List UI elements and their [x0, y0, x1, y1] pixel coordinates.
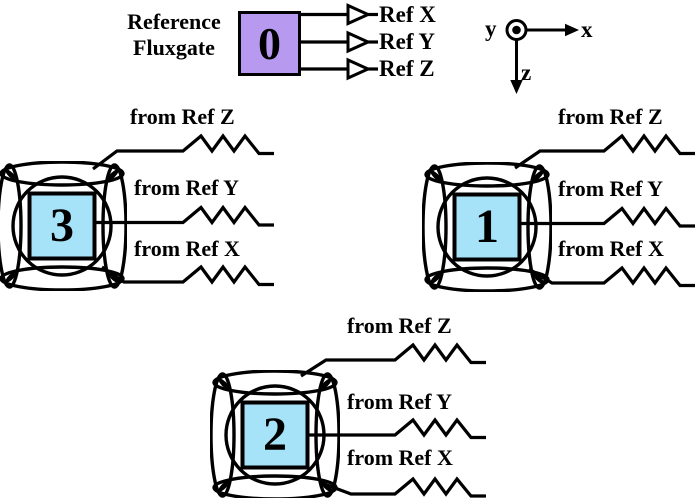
z-axis-arrowhead-icon [510, 80, 523, 94]
sensor-1-wire-from-ref-z [514, 133, 695, 170]
ref-x-output-label: Ref X [379, 1, 436, 27]
amplifier-icon-y [346, 30, 372, 54]
reference-fluxgate-label: Reference Fluxgate [119, 9, 229, 61]
sensor-1-wire-from-ref-x [528, 265, 695, 288]
sensor-3-input-z-label: from Ref Z [130, 104, 235, 129]
sensor-1-wire-from-ref-y [514, 205, 695, 228]
sensor-3-wire-from-ref-x [101, 264, 274, 287]
amplifier-icon-x [346, 3, 372, 26]
sensor-1-input-z-label: from Ref Z [558, 104, 663, 129]
reference-outputs [301, 3, 378, 81]
reference-box-number: 0 [258, 18, 281, 69]
sensor-2-wire-from-ref-x [326, 476, 486, 498]
ref-y-output-label: Ref Y [379, 29, 435, 54]
sensor-2-wire-from-ref-z [300, 342, 486, 378]
z-axis-label: z [521, 60, 532, 85]
sensor-3-input-x-label: from Ref X [134, 236, 240, 261]
ref-z-output-label: Ref Z [379, 56, 435, 81]
x-axis-label: x [581, 17, 593, 42]
sensor-1-input-y-label: from Ref Y [558, 176, 664, 201]
sensor-3-input-y-label: from Ref Y [134, 175, 240, 200]
sensor-3-wires [90, 133, 274, 287]
reference-fluxgate-box: 0 [238, 11, 301, 76]
sensor-1-input-x-label: from Ref X [558, 236, 664, 261]
sensor-2-input-z-label: from Ref Z [347, 313, 452, 338]
reference-fluxgate-label-line2: Fluxgate [133, 35, 215, 60]
sensor-1-wires [514, 133, 695, 288]
sensor-3-wire-from-ref-y [90, 204, 274, 227]
x-axis-arrowhead-icon [565, 23, 579, 37]
sensor-1-number: 1 [475, 200, 499, 253]
sensor-3-number: 3 [50, 199, 74, 252]
sensor-2-number: 2 [263, 408, 287, 461]
axis-indicator [505, 19, 579, 94]
amplifier-icon-z [346, 57, 372, 81]
sensor-2-input-y-label: from Ref Y [347, 389, 453, 414]
reference-fluxgate-label-line1: Reference [127, 9, 221, 34]
sensor-2-wires [300, 342, 486, 498]
y-axis-label: y [485, 16, 497, 41]
sensor-2-wire-from-ref-y [308, 417, 486, 440]
sensor-2-input-x-label: from Ref X [347, 445, 453, 470]
y-axis-dot-icon [512, 25, 521, 35]
sensor-3-wire-from-ref-z [92, 133, 274, 171]
